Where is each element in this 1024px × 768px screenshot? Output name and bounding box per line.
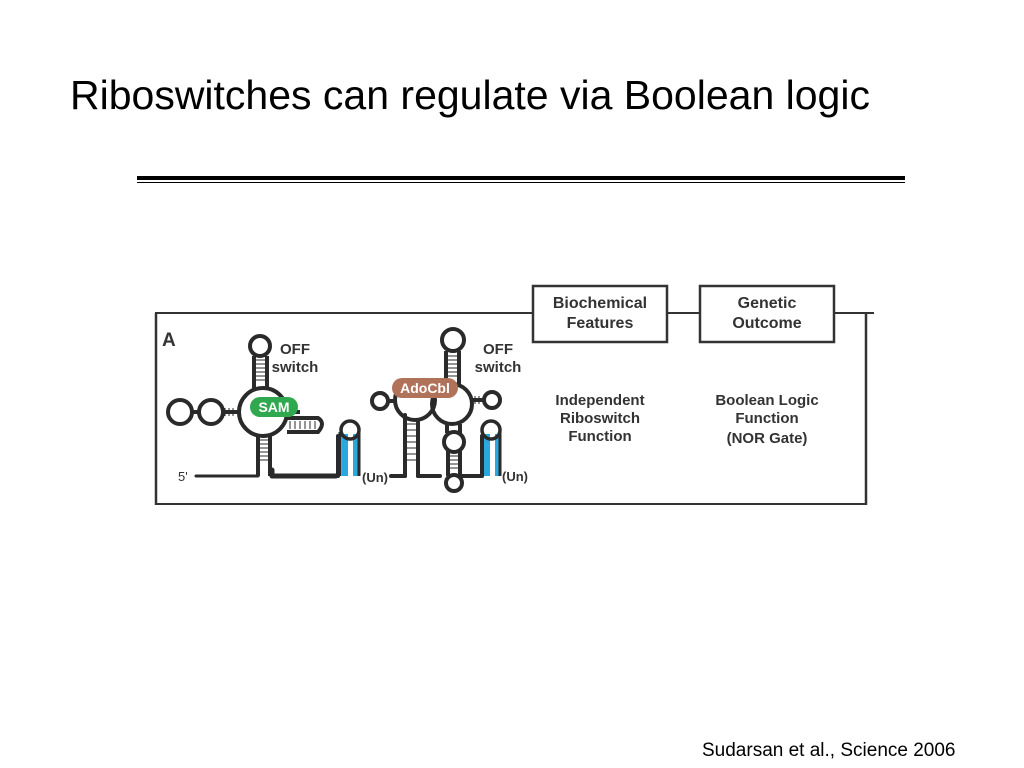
adocbl-basepair-ticks [407, 355, 480, 469]
genetic-text-line2: Function [735, 410, 798, 427]
rna-backbone [194, 413, 484, 479]
switch2-label-line2: switch [475, 359, 522, 376]
title-underline-thin [137, 182, 905, 183]
genetic-outcome-box: Genetic Outcome [698, 284, 836, 344]
genetic-text-line3: (NOR Gate) [727, 430, 808, 447]
terminator-2-label: (Un) [502, 469, 528, 484]
adocbl-riboswitch [370, 327, 502, 493]
adocbl-ligand-label: AdoCbl [400, 380, 450, 396]
genetic-text-line1: Boolean Logic [715, 392, 818, 409]
panel-frame [154, 312, 874, 505]
genetic-header-line2: Outcome [732, 315, 801, 332]
switch2-label-line1: OFF [483, 341, 513, 358]
biochemical-header-line1: Biochemical [553, 295, 647, 312]
slide-title: Riboswitches can regulate via Boolean lo… [70, 72, 870, 118]
biochemical-text-line3: Function [568, 428, 631, 445]
title-underline-thick [137, 176, 905, 180]
biochemical-header-line2: Features [567, 315, 634, 332]
panel-label: A [162, 330, 176, 351]
switch1-label-line2: switch [272, 359, 319, 376]
biochemical-features-box: Biochemical Features [531, 284, 669, 344]
genetic-header-line1: Genetic [738, 295, 797, 312]
sam-ligand-label: SAM [258, 399, 289, 415]
citation: Sudarsan et al., Science 2006 [702, 740, 956, 761]
sam-basepair-ticks [224, 359, 316, 461]
terminator-1 [338, 419, 361, 476]
sam-ligand-pill [250, 397, 298, 417]
five-prime-label: 5' [178, 469, 188, 484]
adocbl-ligand-pill [392, 378, 458, 398]
terminator-1-label: (Un) [362, 470, 388, 485]
terminator-2 [480, 419, 502, 476]
switch1-label-line1: OFF [280, 341, 310, 358]
biochemical-text-line1: Independent [555, 392, 644, 409]
biochemical-text-line2: Riboswitch [560, 410, 640, 427]
